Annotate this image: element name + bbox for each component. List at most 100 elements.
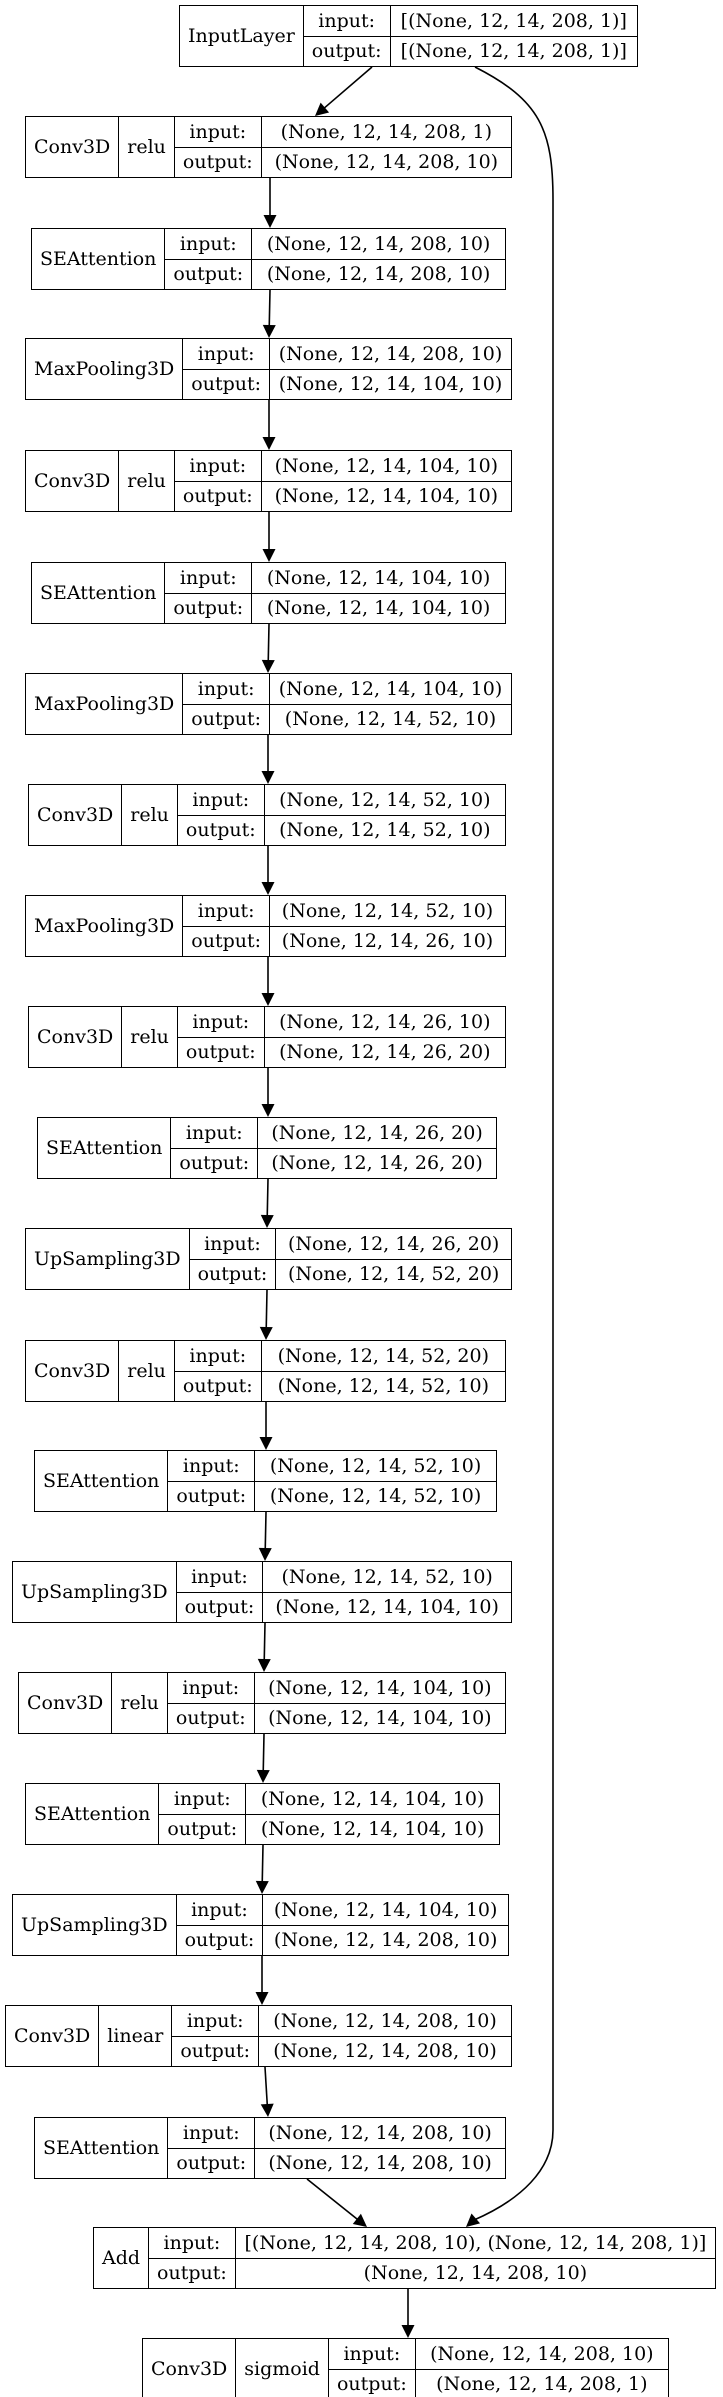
input-label: input:: [183, 896, 270, 927]
layer-activation: sigmoid: [236, 2339, 329, 2397]
output-shape: (None, 12, 14, 208, 1): [436, 2373, 648, 2396]
io-values: (None, 12, 14, 208, 10)(None, 12, 14, 20…: [252, 229, 505, 289]
layer-name: UpSampling3D: [13, 1895, 177, 1955]
output-label: output:: [182, 485, 253, 508]
edge-line: [263, 1622, 266, 1661]
output-shape: (None, 12, 14, 52, 10): [277, 1375, 490, 1398]
input-label: input:: [189, 1229, 276, 1260]
io-labels: input:output:: [168, 1451, 256, 1511]
layer-activation: relu: [119, 451, 175, 511]
input-label: input:: [168, 2118, 255, 2149]
output-shape: (None, 12, 14, 104, 10): [266, 597, 491, 620]
skip-connection-edge: [473, 66, 554, 2221]
layer-name: Conv3D: [19, 1673, 113, 1733]
output-shape: (None, 12, 14, 208, 10): [274, 151, 499, 174]
edge-arrowhead: [263, 215, 277, 228]
layer-name: SEAttention: [32, 229, 166, 289]
input-shape: (None, 12, 14, 208, 10): [270, 339, 511, 370]
output-label: output:: [191, 373, 262, 396]
edge-arrowhead: [315, 102, 330, 116]
edge-arrowhead: [261, 659, 275, 673]
edge-arrowhead: [256, 1769, 270, 1783]
output-label: output:: [197, 1263, 268, 1286]
output-shape: (None, 12, 14, 208, 10): [273, 2040, 497, 2063]
io-values: (None, 12, 14, 208, 10)(None, 12, 14, 20…: [255, 2118, 505, 2178]
io-labels: input:output:: [183, 339, 271, 399]
io-values: (None, 12, 14, 104, 10)(None, 12, 14, 52…: [270, 674, 511, 734]
edge-line: [265, 1289, 268, 1329]
input-label: input:: [149, 2228, 235, 2259]
output-label: output:: [173, 597, 244, 620]
io-labels: input:output:: [176, 1895, 264, 1955]
layer-name: SEAttention: [26, 1784, 160, 1844]
output-shape: (None, 12, 14, 104, 10): [278, 373, 503, 396]
input-label: input:: [167, 1673, 254, 1704]
output-label: output:: [176, 1485, 247, 1508]
input-shape: (None, 12, 14, 104, 10): [270, 674, 511, 705]
output-shape: (None, 12, 14, 104, 10): [274, 485, 499, 508]
io-labels: input:output:: [167, 1673, 255, 1733]
output-label: output:: [185, 1041, 256, 1064]
io-labels: input:output:: [174, 1341, 262, 1401]
layer-name: Conv3D: [143, 2339, 237, 2397]
io-values: (None, 12, 14, 104, 10)(None, 12, 14, 20…: [263, 1895, 508, 1955]
input-shape: (None, 12, 14, 208, 10): [259, 2006, 511, 2037]
output-label: output:: [191, 930, 262, 953]
layer-name: MaxPooling3D: [26, 339, 184, 399]
io-labels: input:output:: [328, 2339, 416, 2397]
output-label: output:: [182, 1375, 253, 1398]
edge-arrowhead: [262, 324, 276, 338]
input-shape: (None, 12, 14, 104, 10): [246, 1784, 499, 1815]
io-values: (None, 12, 14, 52, 10)(None, 12, 14, 104…: [263, 1562, 511, 1622]
output-label: output:: [182, 151, 253, 174]
edge-line: [262, 1733, 265, 1772]
input-label: input:: [174, 117, 261, 148]
layer-name: SEAttention: [35, 2118, 169, 2178]
edge-arrowhead: [257, 1658, 271, 1672]
io-labels: input: output:: [165, 563, 253, 623]
io-values: (None, 12, 14, 208, 10)(None, 12, 14, 20…: [415, 2339, 668, 2397]
input-shape: (None, 12, 14, 26, 20): [258, 1118, 496, 1149]
input-shape: (None, 12, 14, 52, 10): [270, 896, 505, 927]
input-shape: (None, 12, 14, 52, 10): [263, 1562, 511, 1593]
output-shape: (None, 12, 14, 208, 10): [363, 2262, 588, 2285]
input-label: input:: [165, 563, 252, 594]
output-shape: (None, 12, 14, 26, 20): [279, 1041, 491, 1064]
io-labels: input:output:: [177, 1007, 265, 1067]
io-labels: input:output:: [174, 451, 262, 511]
io-values: (None, 12, 14, 52, 10)(None, 12, 14, 52,…: [264, 785, 505, 845]
output-label: output:: [184, 1596, 255, 1619]
io-values: (None, 12, 14, 52, 10)(None, 12, 14, 26,…: [270, 896, 505, 956]
layer-name: MaxPooling3D: [26, 674, 184, 734]
layer-name: SEAttention: [32, 563, 166, 623]
input-shape: (None, 12, 14, 52, 10): [255, 1451, 496, 1482]
io-labels: input: output:: [189, 1229, 277, 1289]
edge-arrowhead: [255, 1992, 269, 2005]
io-labels: input:output:: [165, 229, 253, 289]
output-shape: [(None, 12, 14, 208, 1)]: [400, 40, 627, 63]
layer-name: MaxPooling3D: [26, 896, 184, 956]
